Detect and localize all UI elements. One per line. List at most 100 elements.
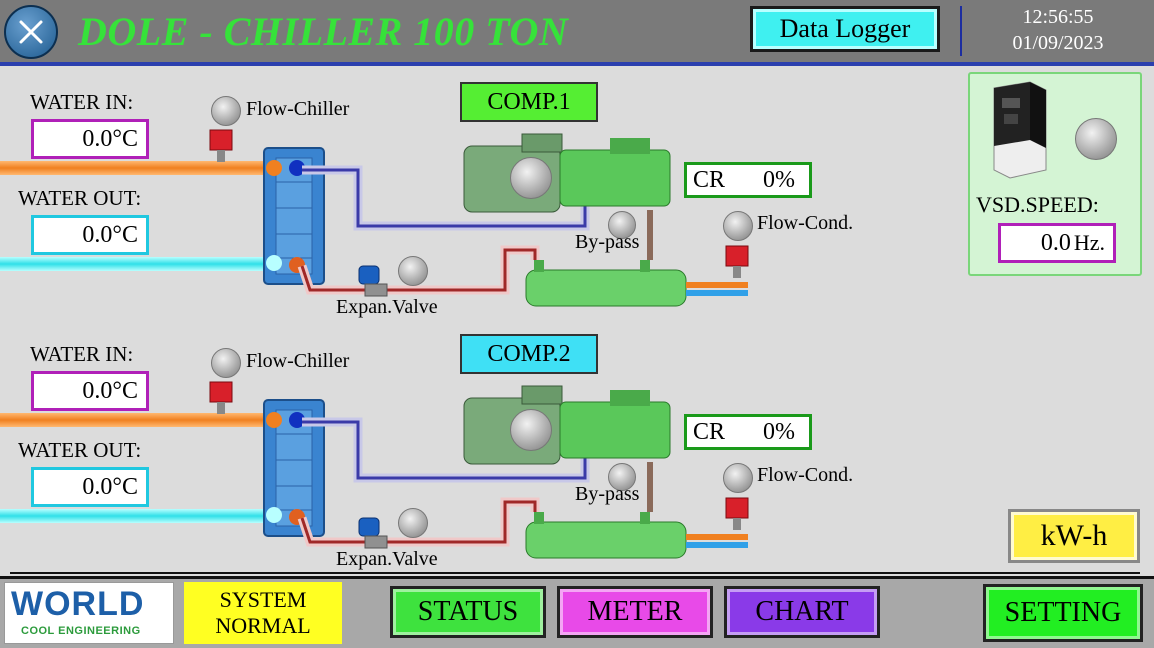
compressor-image: [463, 385, 671, 465]
meter-button[interactable]: METER: [557, 586, 713, 638]
logo-text: WORLD: [11, 585, 145, 623]
flow-chiller-indicator: [211, 96, 241, 126]
vsd-status-indicator: [1075, 118, 1117, 160]
system-status-line2: NORMAL: [215, 613, 311, 638]
water-in-label: WATER IN:: [30, 342, 134, 366]
logo-subtext: COOL ENGINEERING: [21, 625, 141, 637]
compressor-status-indicator: [510, 409, 552, 451]
port-cold-in: [289, 412, 305, 428]
flow-cond-indicator: [723, 211, 753, 241]
compressor-label: COMP.1: [460, 82, 598, 122]
time-text: 12:56:55: [1022, 6, 1094, 28]
temp-unit: °C: [112, 221, 138, 248]
kwh-button[interactable]: kW-h: [1008, 509, 1140, 563]
port-cold-in: [289, 160, 305, 176]
water-out-display: 0.0°C: [31, 215, 149, 255]
water-out-label: WATER OUT:: [18, 438, 142, 462]
clock: 12:56:55 01/09/2023: [968, 4, 1148, 56]
water-out-display: 0.0°C: [31, 467, 149, 507]
bypass-label: By-pass: [575, 483, 640, 505]
flow-chiller-indicator: [211, 348, 241, 378]
water-in-pipe: [0, 161, 272, 175]
refrigerant-lines: [297, 165, 653, 295]
chart-button[interactable]: CHART: [724, 586, 880, 638]
vsd-speed-unit: Hz.: [1073, 230, 1105, 255]
data-logger-button[interactable]: Data Logger: [750, 6, 940, 52]
expan-valve-label: Expan.Valve: [336, 548, 438, 570]
status-button[interactable]: STATUS: [390, 586, 546, 638]
cr-value: 0%: [763, 418, 795, 445]
date-text: 01/09/2023: [1012, 32, 1104, 54]
page-title: DOLE - CHILLER 100 TON: [78, 9, 569, 54]
flow-switch-icon: [209, 381, 233, 414]
expan-valve-label: Expan.Valve: [336, 296, 438, 318]
kwh-label: kW-h: [1040, 519, 1108, 552]
flow-switch-icon: [209, 129, 233, 162]
plate-heat-exchanger: [263, 399, 325, 537]
bypass-indicator: [608, 211, 636, 239]
flow-chiller-label: Flow-Chiller: [246, 350, 350, 372]
water-in-display: 0.0°C: [31, 119, 149, 159]
cr-label: CR: [693, 166, 726, 193]
water-in-pipe: [0, 413, 272, 427]
flow-cond-label: Flow-Cond.: [757, 212, 854, 234]
water-in-value: 0.0: [82, 377, 113, 404]
capacity-display: CR 0%: [684, 162, 812, 198]
port-cold-out: [266, 507, 282, 523]
flow-switch-icon: [725, 245, 749, 278]
header-separator: [960, 6, 962, 56]
cr-label: CR: [693, 418, 726, 445]
port-hot-in: [266, 160, 282, 176]
header-divider: [0, 62, 1154, 66]
cr-value: 0%: [763, 166, 795, 193]
compressor-image: [463, 133, 671, 213]
water-out-pipe: [0, 257, 272, 271]
condenser-image: [525, 260, 748, 307]
water-out-pipe: [0, 509, 272, 523]
system-status-line1: SYSTEM: [219, 587, 307, 612]
water-in-label: WATER IN:: [30, 90, 134, 114]
water-out-label: WATER OUT:: [18, 186, 142, 210]
vsd-speed-label: VSD.SPEED:: [976, 192, 1099, 217]
vsd-speed-display: 0.0 Hz.: [998, 223, 1116, 263]
water-out-value: 0.0: [82, 221, 113, 248]
capacity-display: CR 0%: [684, 414, 812, 450]
close-icon: [19, 20, 43, 44]
port-hot-in: [266, 412, 282, 428]
expan-valve-indicator: [398, 256, 428, 286]
temp-unit: °C: [112, 377, 138, 404]
temp-unit: °C: [112, 473, 138, 500]
port-cold-out: [266, 255, 282, 271]
flow-chiller-label: Flow-Chiller: [246, 98, 350, 120]
water-in-display: 0.0°C: [31, 371, 149, 411]
bypass-indicator: [608, 463, 636, 491]
flow-cond-indicator: [723, 463, 753, 493]
system-status-badge: SYSTEM NORMAL: [184, 582, 342, 644]
status-button-label: STATUS: [417, 596, 519, 627]
temp-unit: °C: [112, 125, 138, 152]
water-in-value: 0.0: [82, 125, 113, 152]
chart-button-label: CHART: [755, 596, 849, 627]
compressor-label-text: COMP.1: [487, 88, 571, 115]
compressor-label-text: COMP.2: [487, 340, 571, 367]
setting-button-label: SETTING: [1004, 597, 1122, 628]
refrigerant-lines: [297, 417, 653, 547]
meter-button-label: METER: [587, 596, 683, 627]
compressor-status-indicator: [510, 157, 552, 199]
expansion-valve-icon: [358, 265, 388, 297]
vsd-drive-image: [993, 81, 1047, 179]
plate-heat-exchanger: [263, 147, 325, 285]
flow-switch-icon: [725, 497, 749, 530]
bypass-label: By-pass: [575, 231, 640, 253]
condenser-image: [525, 512, 748, 559]
compressor-label: COMP.2: [460, 334, 598, 374]
flow-cond-label: Flow-Cond.: [757, 464, 854, 486]
vsd-speed-value: 0.0: [1040, 229, 1071, 256]
setting-button[interactable]: SETTING: [983, 584, 1143, 642]
company-logo: WORLD COOL ENGINEERING: [4, 582, 174, 644]
water-out-value: 0.0: [82, 473, 113, 500]
expan-valve-indicator: [398, 508, 428, 538]
section-divider: [10, 572, 1140, 574]
close-button[interactable]: [4, 5, 58, 59]
expansion-valve-icon: [358, 517, 388, 549]
